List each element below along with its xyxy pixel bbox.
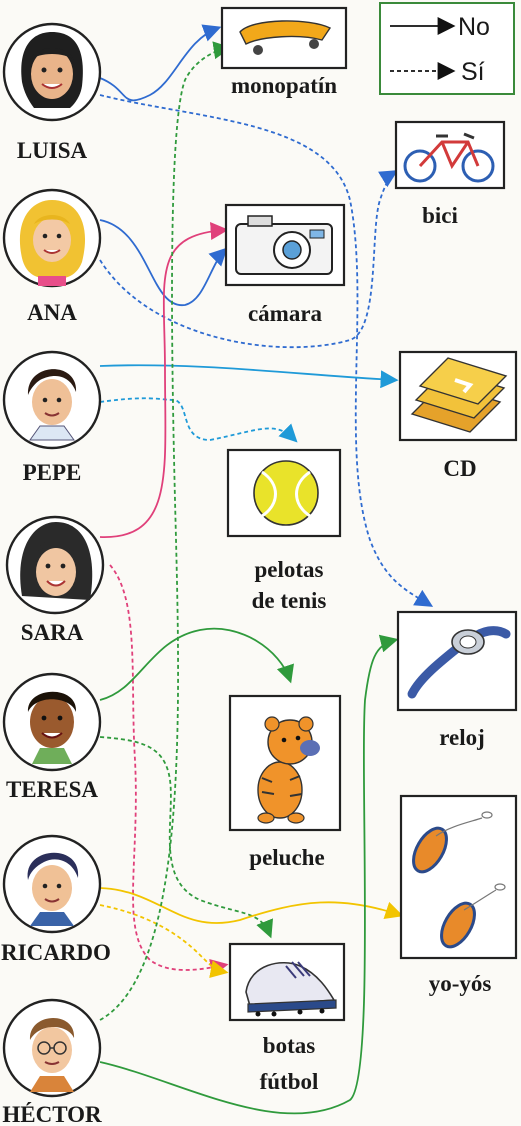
bicycle-icon <box>403 132 495 183</box>
item-label-line2: de tenis <box>252 588 327 613</box>
arrow-hector-reloj <box>99 634 399 1115</box>
person-pepe: PEPE <box>2 350 102 485</box>
boy-face-icon <box>27 852 79 926</box>
girl-face-icon <box>20 522 93 600</box>
item-label: yo-yós <box>429 971 492 996</box>
person-name: ANA <box>27 300 77 325</box>
person-luisa: LUISA <box>2 22 102 163</box>
camera-icon <box>235 215 333 275</box>
item-label-line2: fútbol <box>260 1069 319 1094</box>
item-label: cámara <box>248 301 323 326</box>
item-bici: bici <box>394 120 506 228</box>
connectors <box>99 24 434 1115</box>
girl-face-icon <box>21 32 83 108</box>
item-label: botas <box>263 1033 315 1058</box>
person-name: TERESA <box>6 777 98 802</box>
legend-no-label: No <box>458 13 490 41</box>
arrow-sara-camara <box>99 221 229 538</box>
item-label: pelotas <box>255 557 324 582</box>
person-name: SARA <box>21 620 84 645</box>
arrow-luisa-monopatin <box>99 24 222 102</box>
boy-face-icon <box>29 1017 75 1092</box>
legend: No Sí <box>379 2 515 95</box>
arrow-ricardo-botas <box>99 904 229 978</box>
item-pelotas-de-tenis: pelotas de tenis <box>226 448 342 613</box>
arrow-ana-camara <box>99 219 228 306</box>
item-label: bici <box>422 203 458 228</box>
girl-face-icon <box>27 691 77 764</box>
item-botas-futbol: botas fútbol <box>228 942 346 1094</box>
item-label: peluche <box>249 845 324 870</box>
arrow-teresa-botas <box>99 736 273 939</box>
watch-icon <box>407 626 511 699</box>
item-label: reloj <box>439 725 485 750</box>
football-boot-icon <box>245 961 337 1017</box>
person-ricardo: RICARDO <box>1 834 111 965</box>
legend-box <box>379 2 515 95</box>
person-name: PEPE <box>23 460 82 485</box>
item-camara: cámara <box>224 203 346 326</box>
item-peluche: peluche <box>228 694 342 870</box>
arrow-pepe-pelotas <box>99 397 298 443</box>
arrow-pepe-cd <box>99 364 399 389</box>
arrow-luisa-reloj <box>99 94 434 607</box>
yoyo-icon <box>412 811 506 949</box>
legend-si-label: Sí <box>461 58 485 86</box>
item-yoyos: yo-yós <box>399 794 518 996</box>
person-name: LUISA <box>17 138 88 163</box>
arrow-sara-botas <box>109 564 229 977</box>
person-sara: SARA <box>5 515 105 645</box>
person-hector: HÉCTOR <box>2 998 102 1126</box>
person-ana: ANA <box>2 188 102 325</box>
skateboard-icon <box>239 20 332 55</box>
arrow-ricardo-yoyos <box>99 887 404 924</box>
item-cd: CD <box>398 350 518 481</box>
person-name: HÉCTOR <box>2 1102 102 1126</box>
item-monopatin: monopatín <box>220 6 348 98</box>
people-column: LUISA ANA PEPE <box>1 22 111 1126</box>
person-name: RICARDO <box>1 940 111 965</box>
monopatin-picture-frame <box>220 6 348 70</box>
boy-face-icon <box>27 369 77 441</box>
person-teresa: TERESA <box>2 672 102 802</box>
items: monopatín bici cámara <box>220 6 518 1094</box>
arrow-ana-bici <box>99 170 399 349</box>
arrow-hector-monopatin <box>99 41 232 1021</box>
tennis-ball-icon <box>253 460 319 526</box>
cd-cases-icon <box>410 357 508 433</box>
item-label: CD <box>443 456 476 481</box>
arrow-teresa-peluche <box>99 627 294 701</box>
item-reloj: reloj <box>396 610 518 750</box>
tiger-plush-icon <box>257 716 320 824</box>
item-label: monopatín <box>231 73 337 98</box>
girl-face-icon <box>19 200 86 286</box>
